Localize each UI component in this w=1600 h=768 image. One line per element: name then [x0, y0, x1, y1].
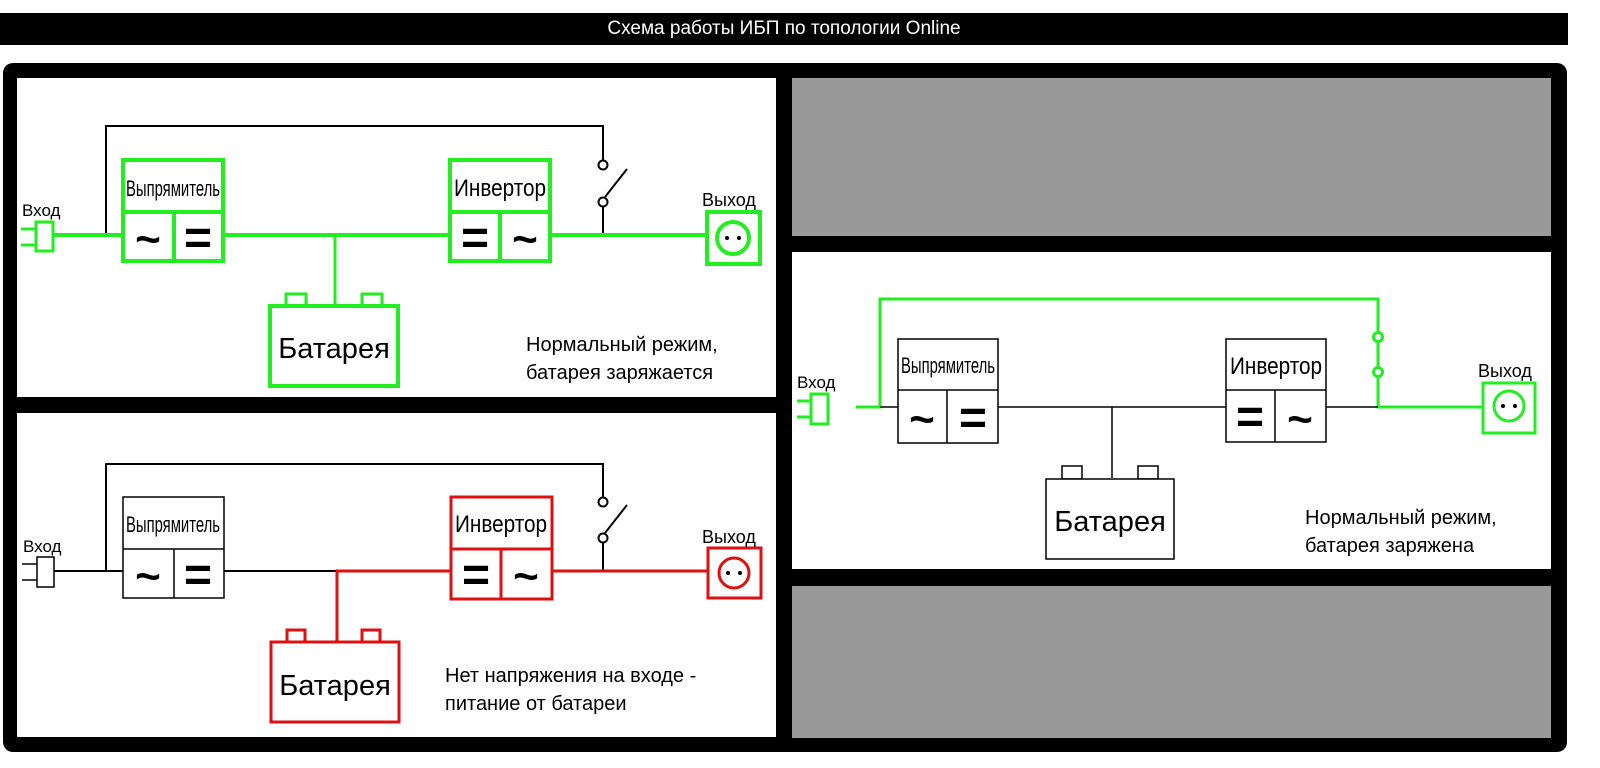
ac-symbol: ~: [909, 395, 935, 444]
rectifier-block: Выпрямитель ~ =: [121, 158, 225, 265]
ac-symbol: ~: [513, 552, 539, 601]
input-label: Вход: [23, 537, 62, 556]
ac-symbol: ~: [1287, 395, 1313, 444]
inverter-label: Инвертор: [1230, 353, 1322, 380]
socket-icon: [1481, 381, 1537, 435]
output-label: Выход: [702, 190, 756, 210]
diagram-normal-charged: Вход Выпрямитель ~ = Инвертор = ~ Выход: [797, 297, 1537, 560]
input-label: Вход: [22, 201, 61, 220]
output-label: Выход: [1478, 361, 1532, 381]
rectifier-block: Выпрямитель ~ =: [122, 496, 225, 602]
dc-symbol: =: [1236, 391, 1264, 444]
ac-symbol: ~: [512, 215, 538, 264]
battery-label: Батарея: [1054, 506, 1166, 538]
rectifier-block: Выпрямитель ~ =: [897, 338, 999, 445]
ac-symbol: ~: [135, 215, 161, 264]
caption-line-2: батарея заряжена: [1305, 535, 1475, 557]
rectifier-label: Выпрямитель: [901, 353, 995, 378]
diagram-battery-mode: Вход Выпрямитель ~ = Инвертор = ~ Выход: [22, 463, 763, 724]
inverter-label: Инвертор: [454, 175, 546, 202]
plug-icon: [21, 220, 55, 253]
plug-icon: [22, 556, 55, 588]
switch-contact-top: [597, 496, 609, 508]
inverter-block: Инвертор = ~: [1225, 338, 1327, 444]
page-title: Схема работы ИБП по топологии Online: [607, 18, 961, 39]
dc-symbol: =: [461, 212, 489, 265]
output-line: [1376, 377, 1483, 409]
dc-symbol: =: [959, 392, 987, 445]
plug-icon: [797, 392, 830, 426]
switch-contact-bottom: [597, 196, 609, 208]
socket-icon: [705, 210, 762, 266]
socket-icon: [706, 546, 763, 600]
caption-line-1: Нормальный режим,: [1305, 507, 1497, 529]
rectifier-label: Выпрямитель: [126, 512, 220, 537]
switch-blade: [604, 168, 628, 198]
input-label: Вход: [797, 373, 836, 392]
dc-symbol: =: [462, 549, 490, 602]
battery-block: Батарея: [1045, 465, 1175, 560]
bypass-line: [856, 297, 1380, 409]
battery-block: Батарея: [268, 292, 400, 388]
switch-contact-top: [597, 159, 609, 171]
battery-label: Батарея: [278, 333, 390, 365]
dc-symbol: =: [184, 549, 212, 602]
caption-line-1: Нормальный режим,: [526, 334, 718, 356]
battery-block: Батарея: [269, 628, 401, 724]
battery-feed-line: [335, 569, 450, 643]
caption-line-2: батарея заряжается: [526, 362, 713, 384]
switch-blade: [604, 504, 628, 534]
output-label: Выход: [702, 527, 756, 547]
bypass-line: [105, 125, 604, 233]
switch-contact-bottom: [1372, 366, 1384, 378]
switch-contact-top: [1372, 331, 1384, 343]
rectifier-label: Выпрямитель: [126, 176, 220, 201]
bypass-line: [105, 463, 604, 570]
switch-contact-bottom: [597, 532, 609, 544]
caption-line-1: Нет напряжения на входе -: [445, 665, 696, 687]
inverter-block: Инвертор = ~: [449, 495, 554, 602]
battery-label: Батарея: [279, 670, 391, 702]
inverter-block: Инвертор = ~: [448, 158, 552, 265]
panel-placeholder-top: [792, 78, 1551, 236]
caption-line-2: питание от батареи: [445, 693, 627, 715]
ac-symbol: ~: [135, 552, 161, 601]
dc-symbol: =: [184, 212, 212, 265]
panel-placeholder-bottom: [792, 586, 1551, 738]
title-bar: Схема работы ИБП по топологии Online: [0, 13, 1568, 45]
inverter-label: Инвертор: [455, 511, 547, 538]
diagram-normal-charging: Вход Выпрямитель ~ = Инвертор = ~ Выход: [21, 125, 762, 388]
